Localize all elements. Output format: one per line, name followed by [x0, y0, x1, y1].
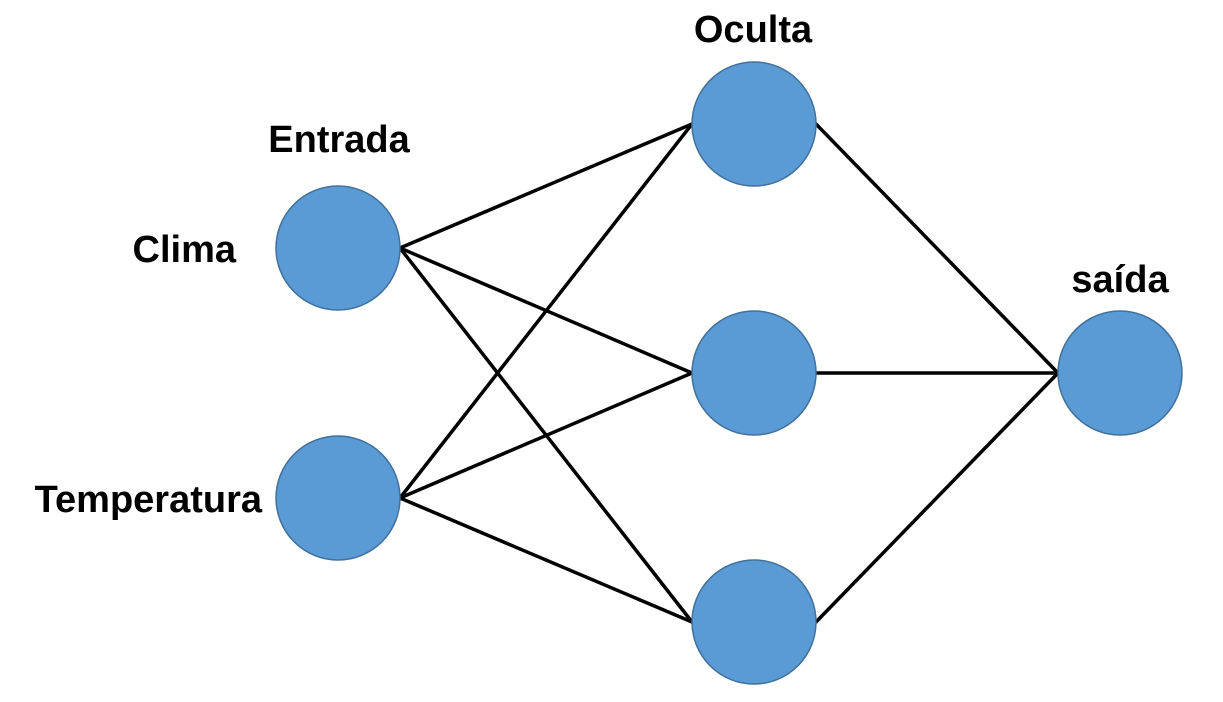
edge-h1-out1	[814, 122, 1060, 375]
output-layer-title: saída	[1071, 259, 1169, 301]
node-h1	[691, 61, 817, 187]
neurons	[275, 61, 1183, 685]
input-label-clima: Clima	[133, 229, 237, 271]
edge-in2-h1	[398, 122, 694, 500]
edge-h3-out1	[814, 371, 1060, 624]
input-label-temperatura: Temperatura	[35, 479, 263, 521]
edge-in2-h2	[398, 371, 694, 500]
node-h3	[691, 559, 817, 685]
input-layer-title: Entrada	[268, 119, 410, 161]
node-in2	[275, 435, 401, 561]
connections	[398, 122, 1060, 624]
edge-in1-h1	[398, 122, 694, 250]
node-h2	[691, 310, 817, 436]
hidden-layer-title: Oculta	[694, 9, 813, 51]
node-in1	[275, 185, 401, 311]
node-out1	[1057, 310, 1183, 436]
edge-in2-h3	[398, 496, 694, 624]
